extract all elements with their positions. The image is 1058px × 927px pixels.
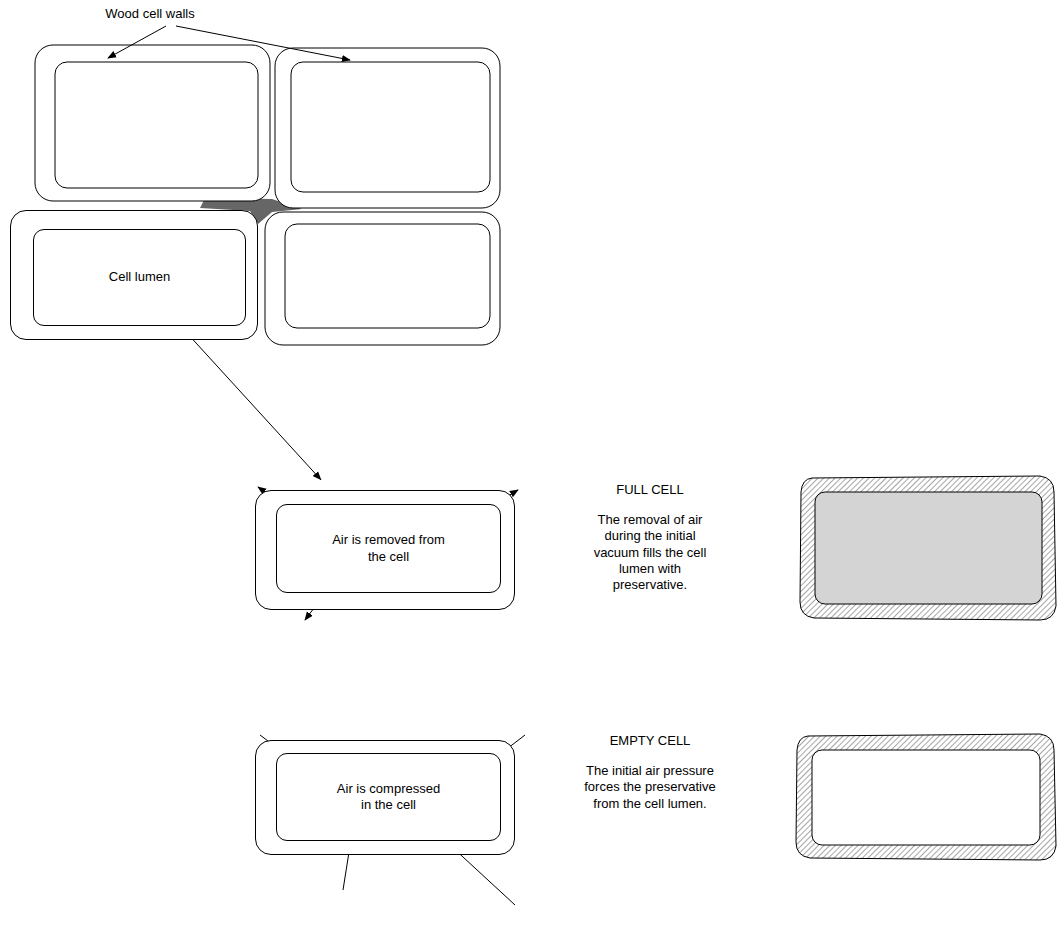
wood-cell: Air is removed from the cell — [255, 490, 515, 610]
section-heading: FULL CELL — [575, 482, 725, 498]
cell-text: Air is removed from the cell — [329, 532, 449, 565]
section-heading: EMPTY CELL — [575, 733, 725, 749]
part-label: Wood cell walls — [65, 6, 235, 22]
description-note: The removal of air during the initial va… — [580, 512, 720, 593]
connector-arrow — [193, 340, 320, 480]
cell-text: Cell lumen — [40, 269, 240, 285]
wood-cell: Air is compressed in the cell — [255, 740, 515, 855]
cell-text: Air is compressed in the cell — [336, 781, 441, 814]
description-note: The initial air pressure forces the pres… — [570, 763, 730, 812]
wood-cell: Cell lumen — [10, 210, 258, 340]
